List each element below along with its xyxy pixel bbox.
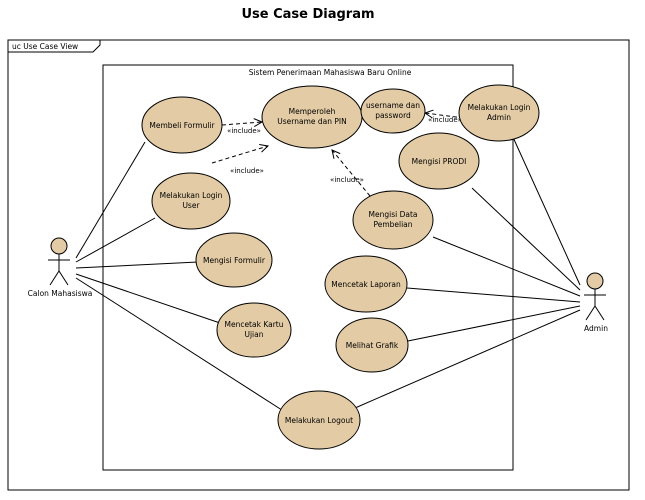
actor-head-icon: [50, 237, 68, 255]
actor-head-icon: [586, 272, 604, 290]
assoc-mahasiswa-login-user: [75, 217, 156, 263]
use-case-label: Pembelian: [373, 220, 412, 229]
actor-right-leg: [58, 270, 69, 286]
actor-admin[interactable]: [584, 272, 606, 321]
use-case-label: password: [375, 111, 411, 120]
assoc-admin-data-pembelian: [432, 236, 581, 297]
include-label-4: «include»: [428, 116, 462, 124]
actor-left-leg: [49, 270, 60, 286]
assoc-admin-mencetak-laporan: [406, 287, 581, 303]
uc-frame-tab: [8, 40, 101, 53]
use-case-label: username dan: [366, 101, 420, 110]
frame-label: uc Use Case View: [12, 42, 78, 51]
use-case-membeli-formulir[interactable]: Membeli Formulir: [141, 96, 223, 154]
assoc-mahasiswa-mencetak-kartu: [75, 273, 221, 324]
use-case-mengisi-prodi[interactable]: Mengisi PRODI: [398, 132, 480, 190]
system-boundary: [102, 64, 514, 471]
use-case-logout[interactable]: Melakukan Logout: [277, 390, 361, 450]
use-case-label: Mencetak Laporan: [331, 280, 401, 289]
use-case-mengisi-formulir[interactable]: Mengisi Formulir: [195, 232, 273, 288]
use-case-label: Melakukan Logout: [285, 416, 353, 425]
include-data-pembelian-to-username: [332, 150, 371, 197]
assoc-mahasiswa-membeli-formulir: [75, 141, 146, 259]
use-case-label: Mengisi Data: [369, 210, 418, 219]
actor-label-calon-mahasiswa: Calon Mahasiswa: [28, 289, 93, 298]
use-case-login-admin[interactable]: Melakukan Login Admin: [458, 84, 540, 142]
use-case-label: Ujian: [244, 330, 263, 339]
assoc-admin-mengisi-prodi: [471, 187, 581, 291]
include-dependencies: [211, 113, 465, 197]
use-case-label: Mencetak Kartu: [224, 320, 283, 329]
associations-admin: [354, 134, 581, 409]
actor-left-leg: [585, 305, 596, 321]
include-login-user-to-username: [211, 146, 268, 164]
include-label-1: «include»: [227, 127, 261, 135]
use-case-label: User: [182, 201, 200, 210]
include-membeli-to-username: [221, 122, 262, 125]
include-label-2: «include»: [230, 167, 264, 175]
include-label-3: «include»: [330, 176, 364, 184]
use-case-mencetak-kartu[interactable]: Mencetak Kartu Ujian: [216, 302, 292, 358]
system-label: Sistem Penerimaan Mahasiswa Baru Online: [249, 68, 412, 77]
use-case-username-password[interactable]: username dan password: [360, 88, 426, 134]
assoc-admin-melihat-grafik: [397, 305, 581, 344]
use-case-label: Memperoleh: [289, 107, 336, 116]
use-case-label: Admin: [487, 113, 511, 122]
assoc-mahasiswa-mengisi-formulir: [75, 261, 199, 269]
uc-frame: [7, 39, 630, 491]
use-case-label: Mengisi Formulir: [203, 256, 266, 265]
assoc-mahasiswa-logout: [75, 277, 286, 413]
use-case-memperoleh-username[interactable]: Memperoleh Username dan PIN: [261, 85, 363, 149]
actor-right-leg: [594, 305, 605, 321]
use-case-login-user[interactable]: Melakukan Login User: [151, 172, 231, 230]
use-case-mengisi-data-pembelian[interactable]: Mengisi Data Pembelian: [352, 190, 434, 250]
use-case-label: Melakukan Login: [160, 191, 223, 200]
use-case-label: Username dan PIN: [277, 117, 346, 126]
assoc-admin-logout: [354, 309, 581, 409]
diagram-title: Use Case Diagram: [241, 7, 374, 22]
associations-mahasiswa: [75, 141, 286, 413]
use-case-label: Membeli Formulir: [149, 121, 215, 130]
use-case-mencetak-laporan[interactable]: Mencetak Laporan: [324, 255, 408, 313]
assoc-admin-login-admin: [511, 134, 581, 286]
use-case-label: Mengisi PRODI: [412, 157, 467, 166]
use-case-label: Melihat Grafik: [346, 341, 399, 350]
use-case-label: Melakukan Login: [468, 103, 531, 112]
actor-calon-mahasiswa[interactable]: [48, 237, 70, 286]
use-case-melihat-grafik[interactable]: Melihat Grafik: [335, 317, 409, 373]
actor-label-admin: Admin: [584, 324, 608, 333]
